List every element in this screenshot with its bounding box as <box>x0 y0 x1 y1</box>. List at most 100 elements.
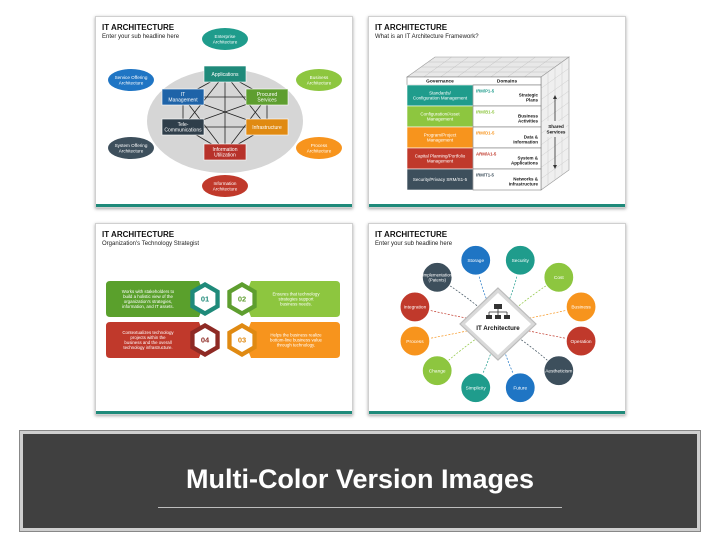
outer-node <box>108 69 154 91</box>
network-icon <box>486 304 510 319</box>
inner-box <box>203 143 247 161</box>
outer-node <box>108 137 154 159</box>
wheel-node-label: Operation <box>571 339 592 345</box>
domain-code: IRM/D1-5 <box>476 131 495 136</box>
wheel-node <box>421 261 453 293</box>
grid-line <box>540 79 570 100</box>
column-header: Domains <box>497 79 518 85</box>
step-bar-03 <box>244 322 340 358</box>
governance-label: Standards/Configuration Management <box>413 90 468 100</box>
slide-title: IT ARCHITECTURE <box>102 23 175 32</box>
wheel-node <box>565 325 597 357</box>
wheel-node-label: Integration <box>404 305 427 311</box>
step-hexagon-inner <box>231 328 253 352</box>
domain-code: IRM/T1-5 <box>476 173 495 178</box>
wheel-node-label: Process <box>406 339 424 345</box>
dashed-connector <box>497 277 559 325</box>
architecture-wheel-diagram: IT Architecture Storage SecurityCostBusine… <box>399 244 597 404</box>
wheel-node-label: Implementation(Patents) <box>422 272 452 282</box>
inner-box <box>245 118 289 136</box>
domain-cell <box>472 168 542 191</box>
wheel-node-label: Future <box>513 385 527 391</box>
slide-subtitle: What is an IT Architecture Framework? <box>375 34 479 40</box>
inner-box-label: Applications <box>212 72 239 78</box>
step-number: 04 <box>201 336 210 345</box>
slide-title: IT ARCHITECTURE <box>102 230 175 239</box>
inner-box-label: Tele-Communications <box>164 122 202 134</box>
slide-thumbnail-2[interactable]: IT ARCHITECTURE What is an IT Architectu… <box>368 16 626 208</box>
inner-box-label: Infrastructure <box>252 125 282 131</box>
inner-box <box>245 88 289 106</box>
domain-label: Networks &Infrastructure <box>509 176 539 186</box>
column-header: Governance <box>426 79 454 85</box>
step-hexagon-inner <box>194 328 216 352</box>
wheel-node-label: Storage <box>467 258 484 264</box>
slide-thumbnail-4[interactable]: IT ARCHITECTURE Enter your sub headline … <box>368 223 626 415</box>
wheel-node-label: Business <box>571 305 591 311</box>
arrow-head <box>553 165 557 169</box>
step-number: 03 <box>238 336 246 345</box>
domain-code: ARM/A1-5 <box>476 152 497 157</box>
inner-box <box>203 65 247 83</box>
wheel-node <box>421 355 453 387</box>
network-icon-node <box>486 315 492 319</box>
slide-title: IT ARCHITECTURE <box>375 230 448 239</box>
step-bar-02 <box>244 281 340 317</box>
slide-subtitle: Enter your sub headline here <box>375 241 453 247</box>
wheel-node-label: Aestheticism <box>545 368 572 374</box>
inner-box <box>161 118 205 136</box>
wheel-node <box>460 372 492 404</box>
wheel-node <box>543 261 575 293</box>
wheel-node <box>565 291 597 323</box>
slide-subtitle: Enter your sub headline here <box>102 34 180 40</box>
wheel-node-label: Security <box>512 258 530 264</box>
step-hexagon-inner <box>231 287 253 311</box>
arrow-head <box>553 95 557 99</box>
outer-node <box>296 69 342 91</box>
domain-code: IRM/B1-5 <box>476 110 495 115</box>
outer-node <box>202 175 248 197</box>
governance-label: Security/Privacy SRM/S1-5 <box>413 177 468 182</box>
wheel-node <box>504 372 536 404</box>
step-number: 01 <box>201 295 209 304</box>
inner-box <box>161 88 205 106</box>
domain-label: Data &Information <box>513 134 538 144</box>
wheel-node <box>399 291 431 323</box>
slide-thumbnail-3[interactable]: IT ARCHITECTURE Organization's Technolog… <box>95 223 353 415</box>
center-label: IT Architecture <box>476 325 520 332</box>
outer-node <box>202 28 248 50</box>
step-bar-01 <box>106 281 206 317</box>
wheel-node <box>460 244 492 276</box>
slide-subtitle: Organization's Technology Strategist <box>102 241 200 247</box>
version-banner: Multi-Color Version Images <box>19 430 701 532</box>
slide-thumbnail-1[interactable]: IT ARCHITECTURE Enter your sub headline … <box>95 16 353 208</box>
wheel-node <box>543 355 575 387</box>
network-icon-node <box>494 304 502 309</box>
wheel-node-label: Cost <box>554 275 565 281</box>
wheel-node-label: Change <box>429 368 446 374</box>
domain-code: IRM/P1-5 <box>476 89 495 94</box>
framework-cube-diagram: Governance DomainsStandards/Configuration… <box>406 56 570 191</box>
slide-title: IT ARCHITECTURE <box>375 23 448 32</box>
banner-divider <box>158 507 562 508</box>
